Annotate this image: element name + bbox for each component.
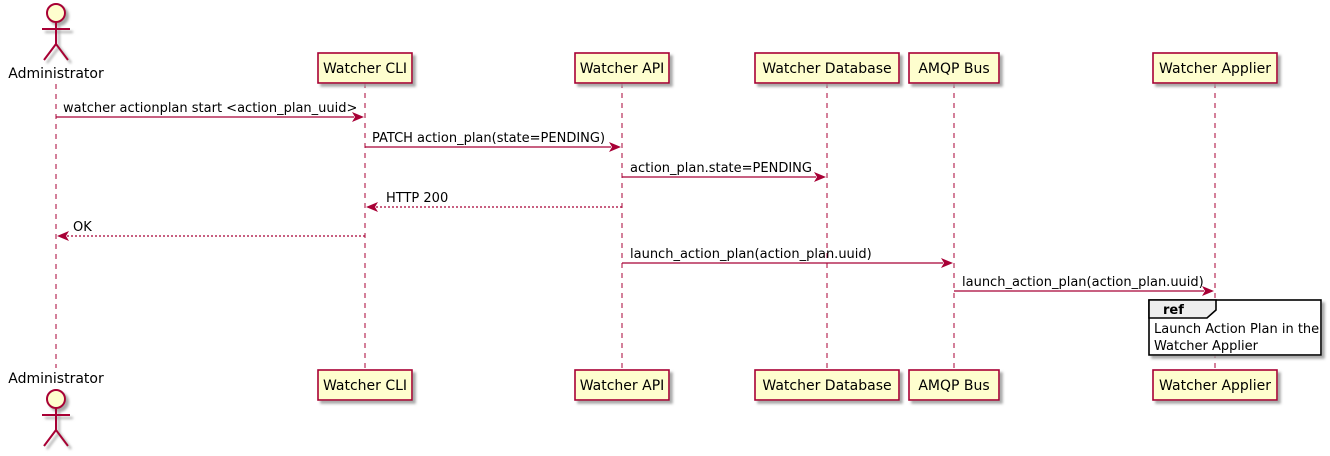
participant-label: Watcher Applier (1159, 378, 1271, 394)
participant-watcher-applier-top: Watcher Applier (1152, 52, 1278, 84)
participant-watcher-cli-bottom: Watcher CLI (317, 369, 413, 401)
lifelines (55, 83, 1216, 370)
message-label: launch_action_plan(action_plan.uuid) (630, 247, 872, 262)
arrowhead-left-icon (57, 231, 69, 241)
ref-text-line-2: Watcher Applier (1154, 339, 1259, 354)
participant-label: Watcher CLI (323, 378, 407, 394)
message-watcher-actionplan-start: watcher actionplan start <action_plan_uu… (56, 101, 364, 122)
ref-text-line-1: Launch Action Plan in the (1154, 322, 1319, 337)
actor-label: Administrator (8, 66, 104, 82)
actor-icon (42, 3, 70, 61)
message-label: action_plan.state=PENDING (630, 161, 812, 176)
arrowhead-right-icon (609, 142, 621, 152)
actor-administrator-top: Administrator (8, 3, 104, 82)
arrowhead-right-icon (352, 112, 364, 122)
participant-label: Watcher API (580, 378, 665, 394)
message-label: watcher actionplan start <action_plan_uu… (63, 101, 357, 116)
participant-label: AMQP Bus (918, 61, 989, 77)
ref-tab (1148, 299, 1217, 319)
message-label: HTTP 200 (386, 191, 448, 206)
participant-label: Watcher Database (762, 378, 891, 394)
message-http-200: HTTP 200 (366, 191, 622, 212)
message-label: OK (73, 220, 92, 235)
participant-amqp-bus-top: AMQP Bus (908, 52, 1000, 84)
participant-label: Watcher Database (762, 61, 891, 77)
message-ok: OK (57, 220, 365, 241)
message-launch-action-plan-bus-to-applier: launch_action_plan(action_plan.uuid) (954, 275, 1214, 296)
arrowhead-right-icon (814, 172, 826, 182)
participant-watcher-applier-bottom: Watcher Applier (1152, 369, 1278, 401)
participant-label: Watcher API (580, 61, 665, 77)
message-patch-action-plan: PATCH action_plan(state=PENDING) (365, 131, 621, 152)
arrowhead-right-icon (1202, 286, 1214, 296)
arrowhead-right-icon (941, 258, 953, 268)
participant-watcher-database-top: Watcher Database (754, 52, 900, 84)
participant-label: Watcher Applier (1159, 61, 1271, 77)
participant-watcher-database-bottom: Watcher Database (754, 369, 900, 401)
participant-watcher-cli-top: Watcher CLI (317, 52, 413, 84)
message-label: PATCH action_plan(state=PENDING) (372, 131, 605, 146)
arrowhead-left-icon (366, 202, 378, 212)
participant-amqp-bus-bottom: AMQP Bus (908, 369, 1000, 401)
participant-label: AMQP Bus (918, 378, 989, 394)
message-label: launch_action_plan(action_plan.uuid) (962, 275, 1204, 290)
message-launch-action-plan-api-to-bus: launch_action_plan(action_plan.uuid) (622, 247, 953, 268)
ref-keyword: ref (1163, 303, 1184, 318)
actor-label: Administrator (8, 371, 104, 387)
actor-administrator-bottom: Administrator (8, 371, 104, 447)
participant-label: Watcher CLI (323, 61, 407, 77)
message-action-plan-state-pending: action_plan.state=PENDING (622, 161, 826, 182)
participant-watcher-api-top: Watcher API (574, 52, 670, 84)
ref-fragment: ref Launch Action Plan in the Watcher Ap… (1148, 299, 1322, 356)
participant-watcher-api-bottom: Watcher API (574, 369, 670, 401)
actor-icon (42, 389, 70, 447)
